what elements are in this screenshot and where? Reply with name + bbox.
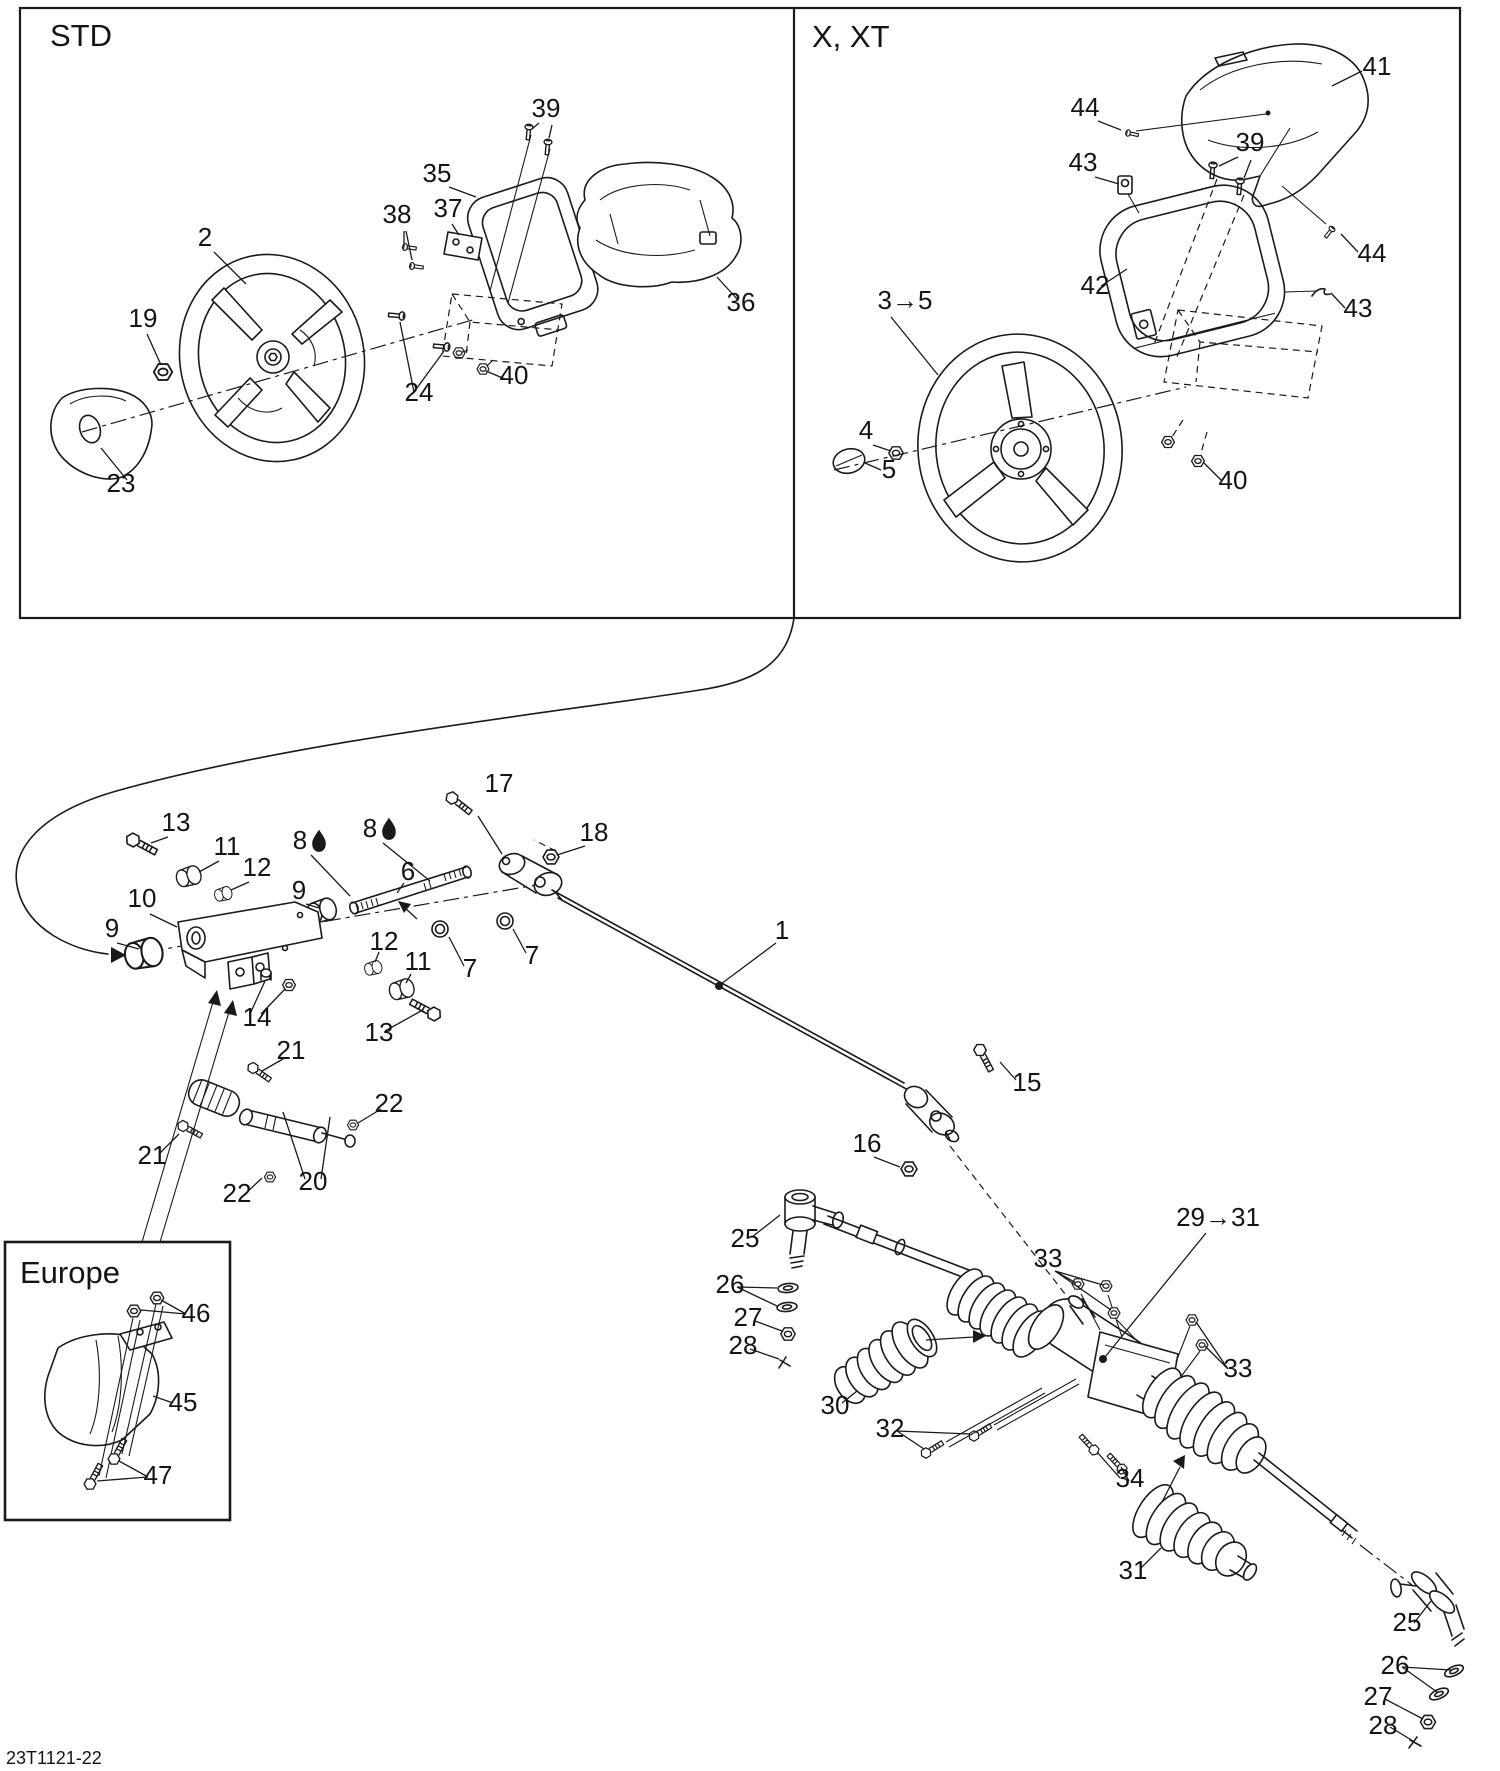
part-label-9-b: 9 [292, 875, 306, 905]
part-label-43-b: 43 [1344, 293, 1373, 323]
part-label-38: 38 [383, 199, 412, 229]
boot-31 [1132, 1483, 1258, 1581]
part-label-22-b: 22 [223, 1178, 252, 1208]
handlebar-hood [1180, 43, 1369, 208]
part-label-36: 36 [727, 287, 756, 317]
steering-wheel-sport [917, 333, 1123, 563]
panel-borders [3, 6, 1462, 1522]
part-label-27-a: 27 [734, 1302, 763, 1332]
part-label-13-a: 13 [162, 807, 191, 837]
part-label-45: 45 [169, 1387, 198, 1417]
part-label-37: 37 [434, 193, 463, 223]
rack-right-boot [1141, 1367, 1267, 1474]
part-label-40-std: 40 [500, 360, 529, 390]
part-label-22-a: 22 [375, 1088, 404, 1118]
part-label-30: 30 [821, 1390, 850, 1420]
intermediate-shaft [348, 865, 473, 915]
part-label-2: 2 [198, 222, 212, 252]
tie-rod-end-lower [1390, 1571, 1465, 1647]
part-label-35: 35 [423, 158, 452, 188]
part-label-25-b: 25 [1393, 1607, 1422, 1637]
rack-assembly [775, 1189, 1466, 1749]
part-label-8-a: 8 [293, 825, 307, 855]
steering-cover-std [50, 387, 153, 480]
part-label-21-a: 21 [277, 1035, 306, 1065]
steering-column-assembly [117, 789, 1087, 1322]
part-label-27-b: 27 [1364, 1681, 1393, 1711]
gauge-support-frame [1099, 184, 1286, 358]
part-label-8-b: 8 [363, 813, 377, 843]
part-number-labels: 21923243536373839403→5453940414243434444… [105, 51, 1422, 1740]
part-label-11-b: 11 [405, 946, 432, 976]
part-label-47: 47 [144, 1460, 173, 1490]
std-assembly [50, 123, 742, 480]
part-label-29-31: 29→31 [1176, 1202, 1260, 1232]
europe-assembly [44, 1291, 173, 1493]
steering-wheel-std [178, 253, 366, 463]
part-label-32: 32 [876, 1413, 905, 1443]
part-label-25-a: 25 [731, 1223, 760, 1253]
part-label-9-a: 9 [105, 913, 119, 943]
gauge-cluster [576, 161, 742, 288]
part-label-33-a: 33 [1034, 1243, 1063, 1273]
part-label-16: 16 [853, 1128, 882, 1158]
column-bracket [177, 901, 323, 990]
part-label-33-b: 33 [1224, 1353, 1253, 1383]
part-label-44-a: 44 [1071, 92, 1100, 122]
part-label-34: 34 [1116, 1463, 1145, 1493]
part-label-14: 14 [243, 1002, 272, 1032]
leader-lines [96, 70, 1452, 1742]
part-label-19: 19 [129, 303, 158, 333]
part-label-4: 4 [859, 415, 873, 445]
part-label-20: 20 [299, 1166, 328, 1196]
xxt-section-title: X, XT [812, 19, 890, 54]
tie-rod-end-upper [784, 1189, 845, 1269]
part-label-7-b: 7 [525, 940, 539, 970]
part-label-10: 10 [128, 883, 157, 913]
part-label-24: 24 [405, 377, 434, 407]
part-label-39-xt: 39 [1236, 127, 1265, 157]
steering-damper [187, 1079, 356, 1148]
part-label-15: 15 [1013, 1067, 1042, 1097]
part-label-21-b: 21 [138, 1140, 167, 1170]
lower-u-joint [903, 1085, 960, 1143]
part-label-12-a: 12 [243, 852, 272, 882]
part-label-3-5: 3→5 [878, 285, 933, 315]
part-label-18: 18 [580, 817, 609, 847]
boot-30 [833, 1318, 938, 1405]
part-label-26-b: 26 [1381, 1650, 1410, 1680]
part-label-28-a: 28 [729, 1330, 758, 1360]
part-label-41: 41 [1363, 51, 1392, 81]
oil-drop-icon [312, 829, 326, 852]
part-label-40-xt: 40 [1219, 465, 1248, 495]
panel-leader-curve [15, 617, 795, 963]
xxt-assembly [832, 43, 1369, 563]
part-label-23: 23 [107, 468, 136, 498]
part-label-7-a: 7 [463, 953, 477, 983]
part-label-13-b: 13 [365, 1017, 394, 1047]
part-label-26-a: 26 [716, 1269, 745, 1299]
part-label-44-b: 44 [1358, 238, 1387, 268]
document-code: 23T1121-22 [6, 1748, 102, 1768]
europe-section-title: Europe [20, 1255, 120, 1290]
part-label-17: 17 [485, 768, 514, 798]
part-label-1: 1 [775, 915, 789, 945]
upper-u-joint [498, 852, 563, 901]
part-label-5: 5 [882, 454, 896, 484]
part-label-43-a: 43 [1069, 147, 1098, 177]
oil-drop-icon [382, 817, 396, 840]
part-label-42: 42 [1081, 270, 1110, 300]
part-label-12-b: 12 [370, 926, 399, 956]
part-label-6: 6 [401, 856, 415, 886]
part-label-46: 46 [182, 1298, 211, 1328]
part-label-11-a: 11 [214, 831, 241, 861]
part-label-31: 31 [1119, 1555, 1148, 1585]
std-section-title: STD [50, 18, 112, 53]
part-label-39-std: 39 [532, 93, 561, 123]
part-label-28-b: 28 [1369, 1710, 1398, 1740]
